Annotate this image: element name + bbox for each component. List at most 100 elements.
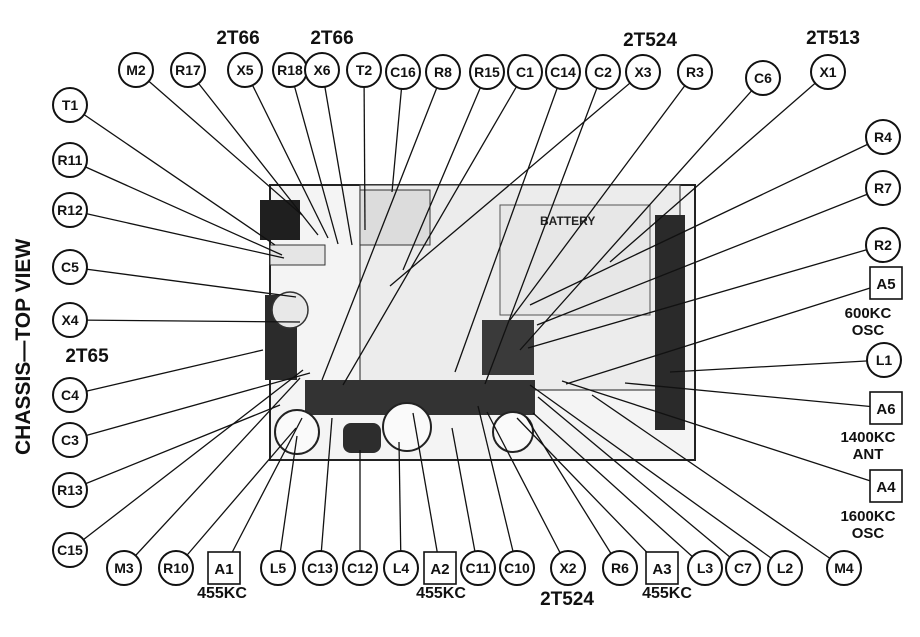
leader-line-a1 [223,417,303,569]
leader-line-c13 [319,417,333,569]
leader-line-c4 [69,349,264,396]
note-a6-note1: 1400KC [840,429,895,446]
component-label-text: R8 [434,64,452,80]
component-label-text: L5 [270,560,287,576]
component-label-x2: X2 [550,550,586,586]
alignment-label-text: A2 [430,561,449,578]
component-label-l1: L1 [866,342,902,378]
leader-line-x2 [486,411,569,569]
component-label-text: T2 [356,62,373,78]
component-label-text: L3 [697,560,714,576]
component-label-text: X5 [236,62,253,78]
component-label-text: C1 [516,64,534,80]
leader-line-r10 [175,427,297,569]
alignment-label-a1: A1 [207,551,241,585]
leader-line-c3 [69,372,311,441]
leader-line-c11 [451,427,479,569]
component-label-text: X3 [634,64,651,80]
component-label-text: R11 [58,152,83,168]
component-label-text: C11 [466,560,491,576]
note-x3-note: 2T524 [623,30,677,51]
component-label-text: C10 [504,560,530,576]
note-a4-note2: OSC [852,525,885,542]
component-label-x3: X3 [625,54,661,90]
leader-line-m4 [591,394,845,569]
note-a6-note2: ANT [853,446,884,463]
component-label-text: X1 [819,64,836,80]
leader-line-r4 [529,136,884,306]
component-label-c10: C10 [499,550,535,586]
component-label-m3: M3 [106,550,142,586]
component-label-c4: C4 [52,377,88,413]
alignment-label-text: A1 [214,561,233,578]
component-label-c3: C3 [52,422,88,458]
leader-line-r15 [402,71,488,271]
component-label-r18: R18 [272,52,308,88]
alignment-label-text: A4 [876,479,896,496]
component-label-m2: M2 [118,52,154,88]
component-label-r6: R6 [602,550,638,586]
component-label-text: R3 [686,64,704,80]
component-label-l3: L3 [687,550,723,586]
leader-line-x5 [244,69,329,239]
component-label-text: C3 [61,432,79,448]
leader-line-c10 [477,405,518,569]
leader-line-x4 [69,319,301,323]
leader-line-c5 [69,266,297,298]
component-label-text: C12 [347,560,373,576]
leader-line-l1 [669,359,885,373]
component-label-t1: T1 [52,87,88,123]
alignment-label-a3: A3 [645,551,679,585]
component-label-text: M2 [126,62,146,78]
note-a5-note1: 600KC [845,305,892,322]
component-label-x1: X1 [810,54,846,90]
note-a1-note: 455KC [197,585,247,602]
component-label-c12: C12 [342,550,378,586]
component-label-text: R7 [874,180,892,196]
component-label-text: R12 [57,202,83,218]
component-label-text: C14 [550,64,576,80]
leader-line-a5 [565,282,887,385]
leader-line-t1 [69,104,276,246]
component-label-text: R10 [163,560,189,576]
leader-line-r3 [509,71,696,321]
note-x5-note: 2T66 [216,28,259,49]
component-label-r7: R7 [865,170,901,206]
component-label-text: M4 [834,560,854,576]
leader-line-l4 [398,441,402,569]
component-label-text: C13 [307,560,333,576]
leader-line-r13 [69,404,281,491]
leader-line-r18 [289,69,339,245]
component-label-text: R4 [874,129,892,145]
component-label-c7: C7 [725,550,761,586]
component-label-text: L1 [876,352,893,368]
leader-line-l3 [532,412,706,569]
component-label-l5: L5 [260,550,296,586]
component-label-r15: R15 [469,54,505,90]
leader-line-r17 [187,69,319,236]
leader-line-r6 [525,416,621,569]
leader-line-x6 [321,69,353,246]
leader-line-m3 [123,377,301,569]
leader-line-x1 [609,71,829,263]
leader-line-c16 [391,71,404,193]
component-label-l4: L4 [383,550,419,586]
leader-line-r8 [321,71,444,381]
component-label-x6: X6 [304,52,340,88]
alignment-label-a4: A4 [869,469,903,503]
component-label-text: M3 [114,560,134,576]
leader-line-c14 [454,71,564,373]
component-label-text: C4 [61,387,79,403]
component-label-text: X2 [559,560,576,576]
component-label-t2: T2 [346,52,382,88]
component-label-c11: C11 [460,550,496,586]
component-label-x4: X4 [52,302,88,338]
component-label-c1: C1 [507,54,543,90]
component-label-c15: C15 [52,532,88,568]
leader-line-m2 [135,69,303,216]
component-label-r11: R11 [52,142,88,178]
leader-line-c7 [537,396,744,569]
alignment-label-a2: A2 [423,551,457,585]
leader-line-c6 [519,77,764,351]
alignment-label-text: A5 [876,276,895,293]
